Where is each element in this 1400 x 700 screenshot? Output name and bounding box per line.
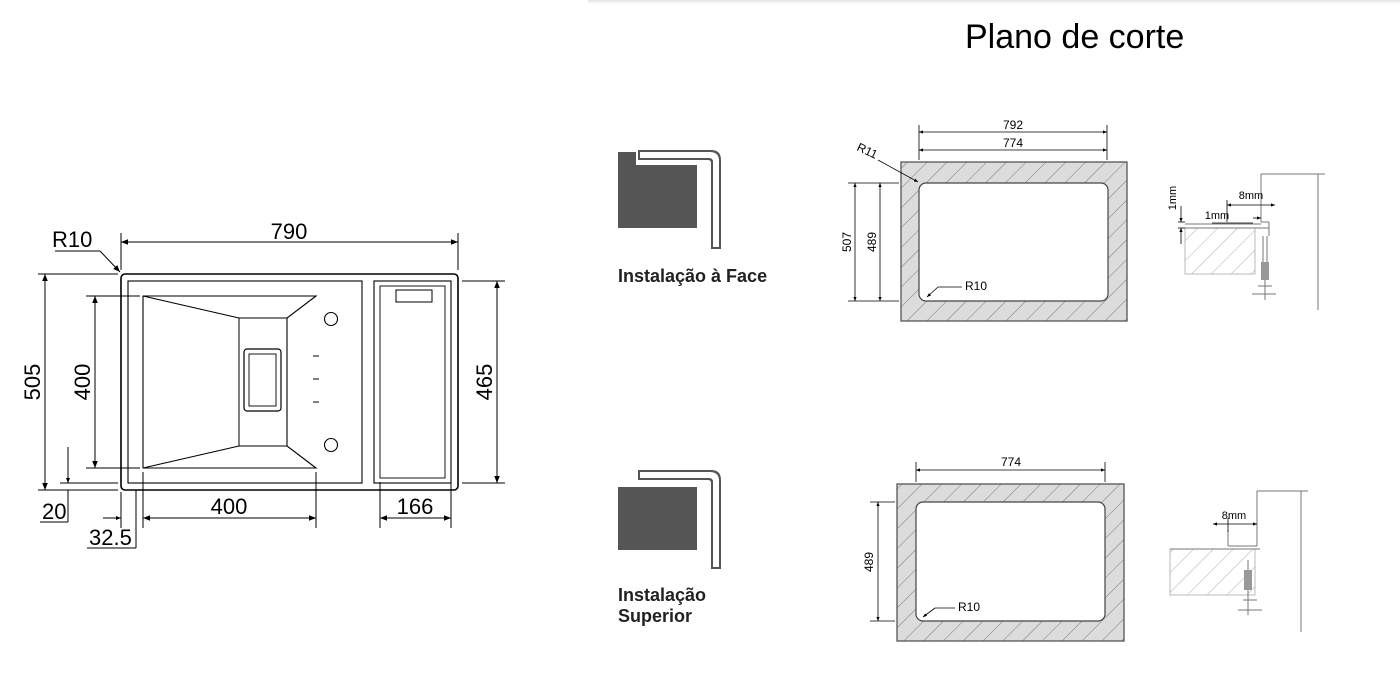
sink-top-view [120, 273, 459, 491]
top-install-label-line2: Superior [618, 606, 693, 626]
top-install-detail: 8mm [1169, 490, 1308, 632]
face-gap-horizontal-label: 1mm [1205, 210, 1229, 222]
top-install-label: Instalação Superior [618, 585, 706, 627]
face-inner-radius-label: R10 [965, 279, 987, 293]
dim-drainer-height-label: 465 [472, 364, 497, 401]
dim-height-label: 505 [20, 364, 45, 401]
top-width-label: 774 [1001, 455, 1021, 469]
sink-dimensions [38, 233, 505, 549]
face-outer-radius-label: R11 [855, 140, 880, 162]
top-height-label: 489 [862, 552, 876, 572]
top-divider [588, 0, 1400, 4]
dim-edge-label: 20 [42, 499, 66, 524]
face-overlap-label: 8mm [1239, 190, 1263, 202]
face-outer-height-label: 507 [840, 232, 854, 252]
page-title: Plano de corte [965, 18, 1185, 56]
face-install-profile [618, 150, 721, 249]
dim-bowl-width-label: 400 [211, 494, 248, 519]
top-overlap-label: 8mm [1222, 510, 1246, 522]
face-inner-height-label: 489 [865, 232, 879, 252]
top-install-profile [618, 470, 721, 569]
top-radius-label: R10 [958, 600, 980, 614]
dim-width-label: 790 [271, 219, 308, 244]
face-gap-vertical-label: 1mm [1167, 186, 1179, 210]
dim-offset-label: 32.5 [89, 525, 132, 550]
face-install-detail: 1mm 8mm 1mm [1167, 173, 1325, 310]
face-inner-width-label: 774 [1003, 136, 1023, 150]
top-install-label-line1: Instalação [618, 585, 707, 605]
dim-bowl-height-label: 400 [70, 364, 95, 401]
dim-drainer-width-label: 166 [397, 494, 434, 519]
face-install-label: Instalação à Face [618, 266, 768, 286]
dim-radius-label: R10 [52, 227, 92, 252]
top-cutout-plan: 774 489 R10 [862, 455, 1125, 642]
face-outer-width-label: 792 [1003, 118, 1023, 132]
face-cutout-plan: 792 774 R11 507 489 R10 [840, 118, 1128, 322]
sink-dimension-labels: 790 R10 505 400 465 20 32.5 400 166 [20, 219, 497, 550]
